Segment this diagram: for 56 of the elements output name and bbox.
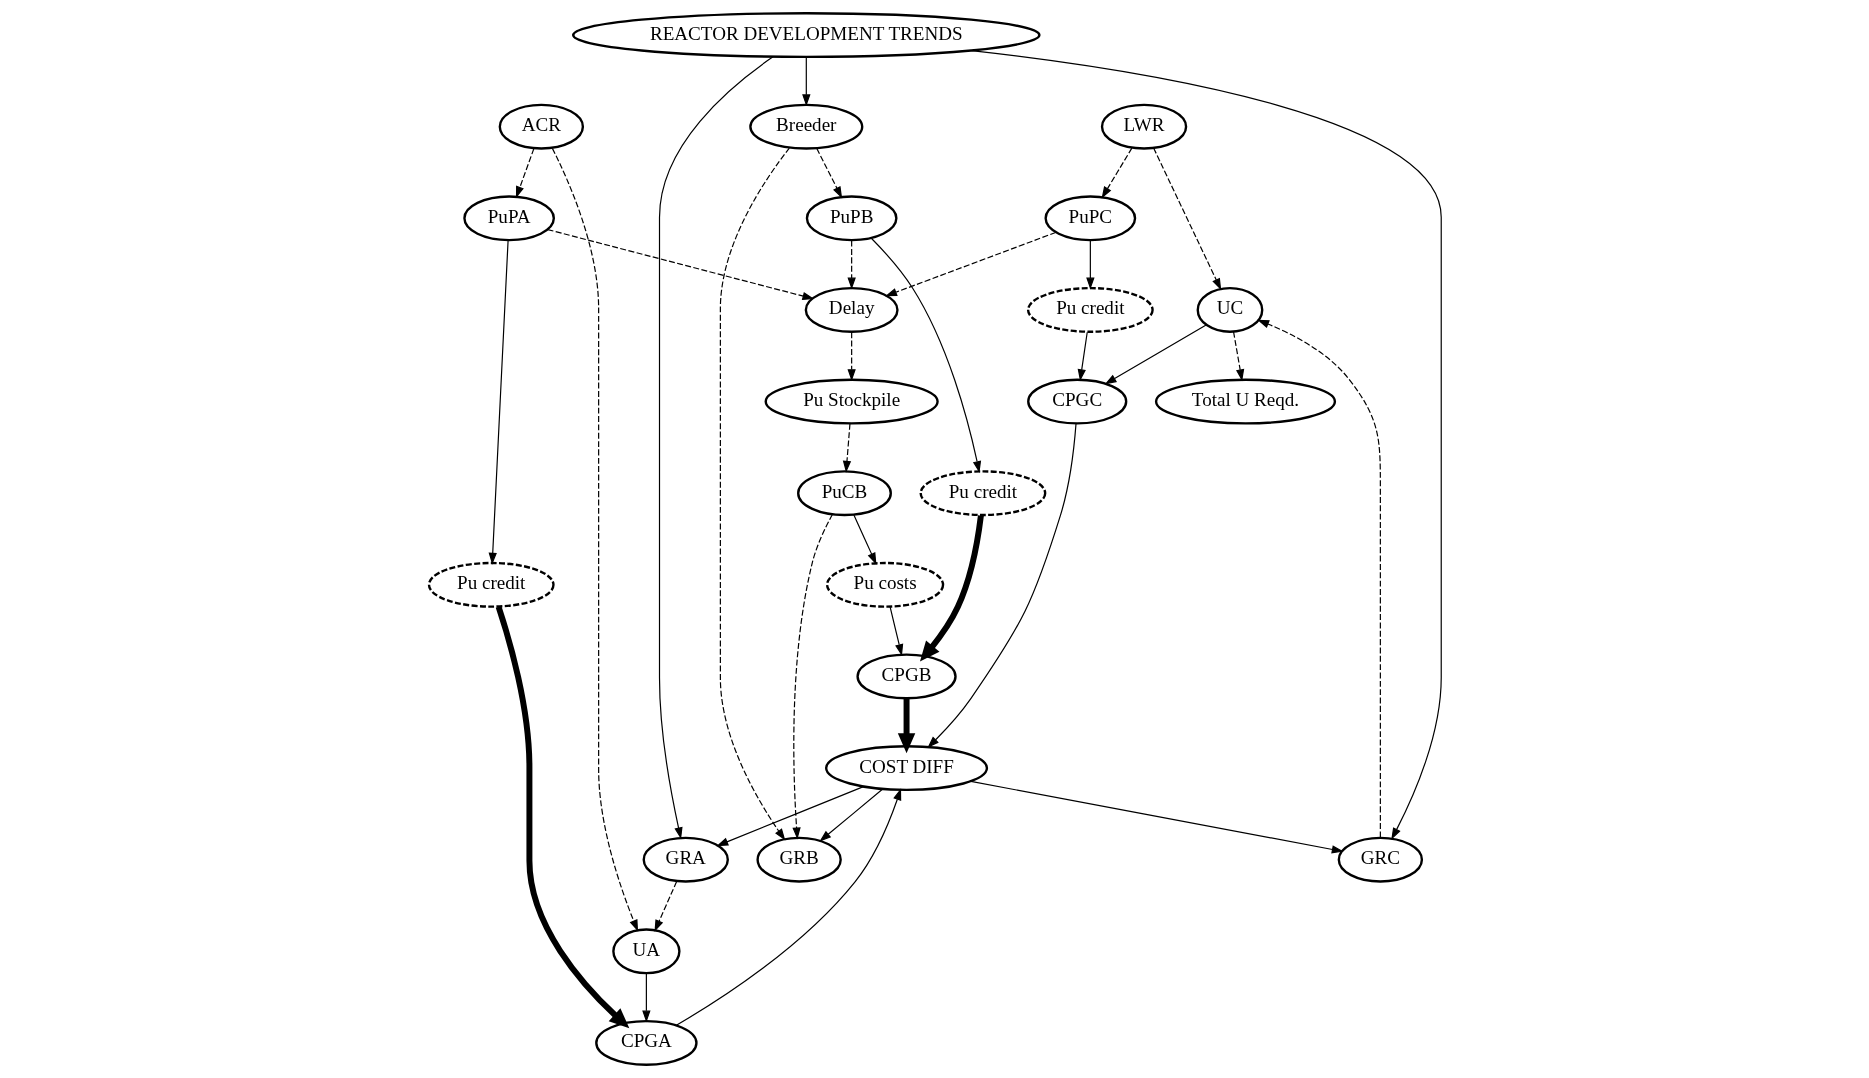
arrow [653, 880, 677, 932]
node-ellipse: Pu credit [427, 561, 555, 608]
arrow [641, 973, 651, 1023]
arrow [919, 515, 984, 662]
arrow [1085, 240, 1095, 290]
arrow [515, 148, 534, 199]
node-ellipse: ACR [498, 103, 584, 150]
node-ellipse: CPGA [594, 1019, 698, 1066]
arrow [846, 240, 856, 290]
arrow [1152, 147, 1221, 291]
arrow [1077, 331, 1088, 382]
arrow [1232, 331, 1244, 382]
arrow [852, 514, 876, 565]
node-ellipse: PuPB [805, 195, 898, 242]
node-ellipse: Pu Stockpile [764, 378, 939, 425]
arrow [546, 229, 814, 301]
arrow [970, 50, 1442, 840]
arrow [815, 148, 842, 199]
node-ellipse: PuPC [1043, 195, 1136, 242]
arrow [888, 606, 903, 657]
arrow [870, 237, 981, 473]
arrow [658, 56, 774, 840]
arrow [791, 514, 833, 840]
arrow [1104, 324, 1207, 385]
node-ellipse: Total U Reqd. [1154, 378, 1336, 425]
arrow [897, 698, 915, 754]
node-ellipse: CPGB [855, 653, 957, 700]
arrow [884, 231, 1056, 297]
arrow [488, 240, 509, 565]
arrow [1101, 147, 1132, 199]
arrow [1256, 319, 1381, 838]
node-ellipse: Pu credit [1026, 286, 1154, 333]
arrow [969, 780, 1344, 854]
arrow [842, 423, 851, 473]
arrow [719, 147, 790, 841]
arrow [846, 331, 856, 382]
arrow [495, 605, 629, 1029]
node-ellipse: COST DIFF [824, 745, 988, 792]
arrow [551, 147, 638, 932]
node-ellipse: REACTOR DEVELOPMENT TRENDS [571, 12, 1041, 59]
arrow [818, 788, 883, 842]
node-ellipse: LWR [1100, 103, 1187, 150]
node-ellipse: CPGC [1026, 378, 1127, 425]
node-ellipse: PuPA [462, 195, 555, 242]
node-ellipse: Pu costs [825, 561, 944, 608]
arrow [926, 423, 1077, 748]
node-ellipse: UA [611, 928, 681, 975]
node-ellipse: Breeder [748, 103, 863, 150]
node-ellipse: GRC [1337, 836, 1423, 883]
node-ellipse: GRB [755, 836, 842, 883]
arrow [801, 56, 810, 107]
arrow [675, 788, 901, 1026]
node-ellipse: UC [1196, 286, 1263, 333]
node-ellipse: Pu credit [919, 470, 1046, 517]
arrow [715, 786, 864, 847]
node-ellipse: PuCB [796, 470, 892, 517]
